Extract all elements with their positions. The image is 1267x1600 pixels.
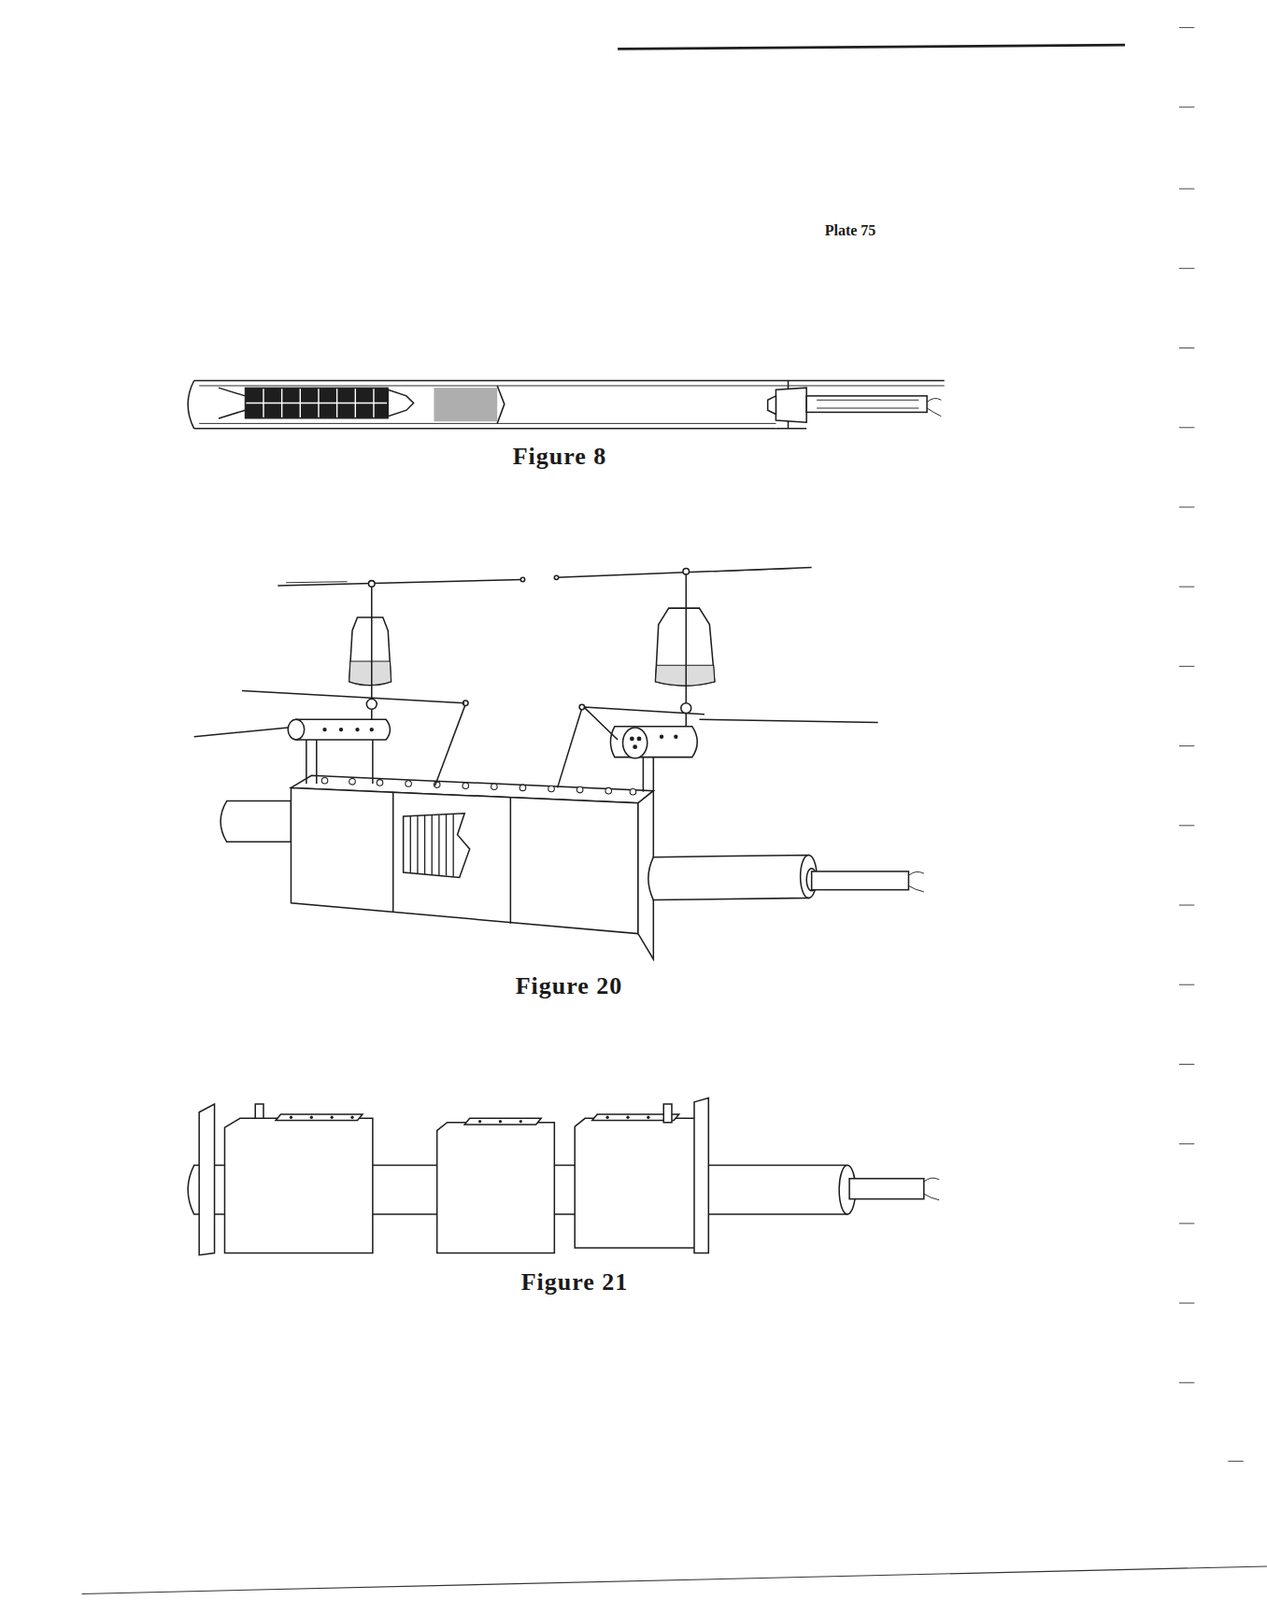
- figure-caption: Figure 21: [521, 1268, 629, 1297]
- boxes-illustration: [187, 1098, 940, 1256]
- bottom-rule: [82, 1566, 1267, 1595]
- figure-caption: Figure 20: [515, 972, 624, 1001]
- tube-illustration: [187, 380, 945, 428]
- top-rule: [617, 44, 1125, 49]
- figure-caption: Figure 8: [512, 442, 608, 471]
- apparatus-illustration: [194, 567, 925, 960]
- margin-ticks: [1179, 27, 1244, 1462]
- plate-number: Plate 75: [825, 222, 877, 240]
